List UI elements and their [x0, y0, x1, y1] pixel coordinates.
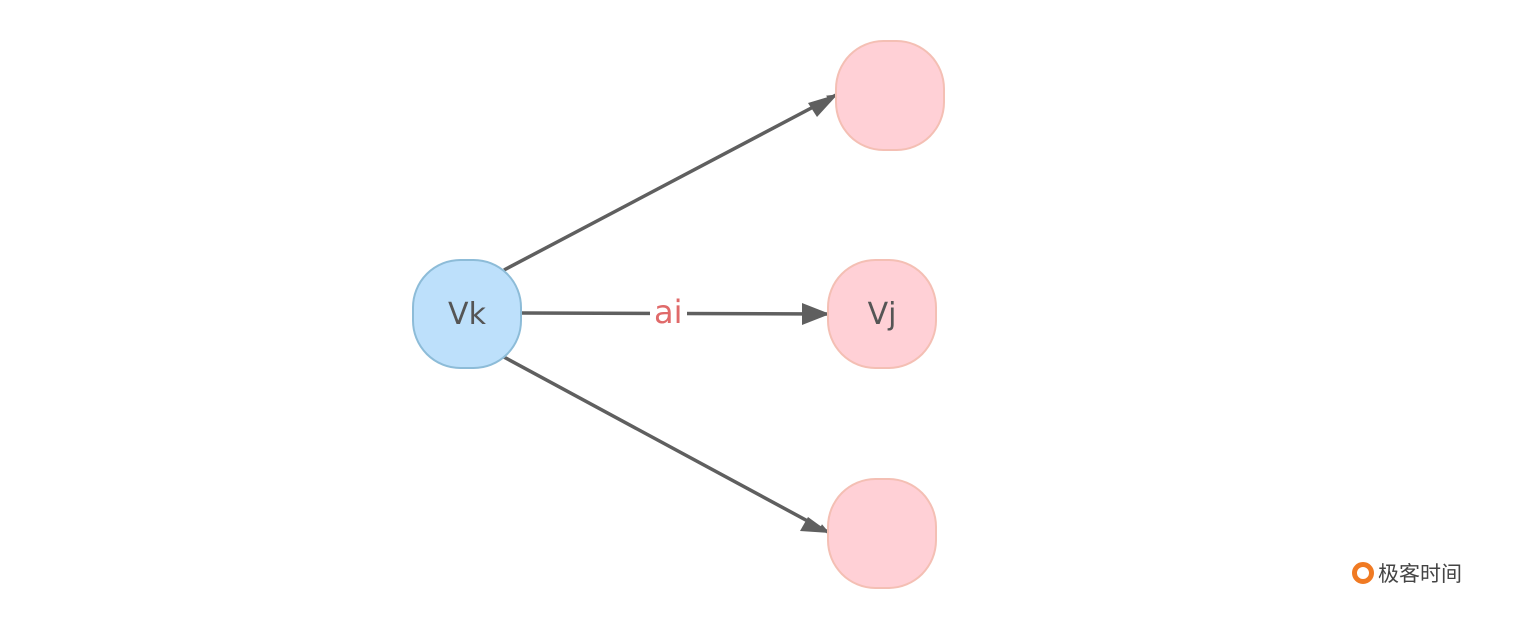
node-vj: Vj — [827, 259, 937, 369]
edge-bottom — [501, 354, 829, 534]
node-bottom — [827, 478, 937, 589]
node-top — [835, 40, 945, 151]
edge-top — [503, 93, 837, 272]
node-vk-label: Vk — [448, 296, 486, 332]
logo: 极客时间 — [1352, 558, 1462, 588]
edge-label: ai — [650, 293, 687, 331]
node-vk: Vk — [412, 259, 522, 369]
logo-text: 极客时间 — [1378, 562, 1462, 586]
logo-icon — [1352, 562, 1374, 584]
node-vj-label: Vj — [867, 296, 897, 332]
